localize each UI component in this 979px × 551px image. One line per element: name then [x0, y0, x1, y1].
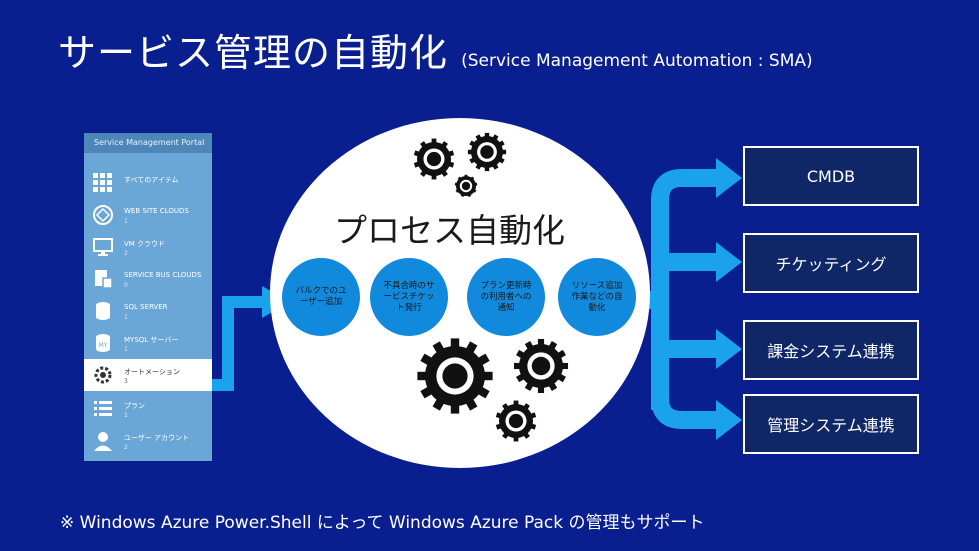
- portal-item-count: 0: [124, 282, 128, 289]
- portal-item-label: オートメーション: [124, 368, 180, 376]
- svg-text:MY: MY: [99, 342, 108, 349]
- servicebus-icon: [95, 270, 113, 289]
- gear-icon: [417, 338, 569, 442]
- portal-item-count: 1: [124, 346, 128, 353]
- process-title: プロセス自動化: [334, 211, 565, 250]
- portal-to-process-arrow: [212, 296, 268, 391]
- portal-item-website-clouds[interactable]: WEB SITE CLOUDS 1: [84, 199, 212, 231]
- bubble-bulk-user-add: バルクでのユーザー追加: [282, 258, 360, 336]
- portal-item-label: ユーザー アカウント: [124, 434, 190, 442]
- portal-item-plan[interactable]: プラン 1: [84, 393, 212, 425]
- title-sub: (Service Management Automation : SMA): [461, 51, 813, 71]
- grid-icon: [93, 173, 112, 192]
- monitor-icon: [93, 238, 113, 256]
- target-cmdb: CMDB: [743, 146, 919, 206]
- portal-item-label: SQL SERVER: [124, 303, 168, 311]
- arrow-head-cmdb: [716, 158, 742, 198]
- portal-item-label: すべてのアイテム: [124, 176, 179, 184]
- target-management: 管理システム連携: [743, 394, 919, 454]
- gear-icon: [495, 400, 537, 442]
- bubble-service-ticket: 不具合時のサービスチケット発行: [370, 258, 448, 336]
- title-main: サービス管理の自動化: [58, 31, 449, 75]
- service-management-portal: Service Management Portal すべてのアイテム WEB S…: [84, 133, 212, 461]
- gear-icon: [417, 338, 493, 414]
- bubble-plan-update-notice: プラン更新時の利用者への通知: [467, 258, 545, 336]
- portal-item-vm-cloud[interactable]: VM クラウド 2: [84, 231, 212, 263]
- portal-item-sql-server[interactable]: SQL SERVER 1: [84, 295, 212, 327]
- portal-item-count: 1: [124, 412, 128, 419]
- bubble-resource-automation: リソース追加作業などの自動化: [558, 258, 636, 336]
- website-icon: [93, 205, 113, 225]
- arrow-head-billing: [716, 329, 742, 369]
- portal-item-service-bus[interactable]: SERVICE BUS CLOUDS 0: [84, 263, 212, 295]
- mysql-icon: MY: [96, 334, 110, 352]
- database-icon: [96, 302, 110, 320]
- gear-icon: [413, 132, 507, 198]
- portal-item-count: 3: [124, 378, 128, 385]
- portal-item-automation[interactable]: オートメーション 3: [84, 359, 212, 391]
- slide-title: サービス管理の自動化 (Service Management Automatio…: [58, 22, 813, 77]
- target-billing: 課金システム連携: [743, 320, 919, 380]
- footer-note: ※ Windows Azure Power.Shell によって Windows…: [60, 513, 705, 533]
- portal-item-user-account[interactable]: ユーザー アカウント 2: [84, 425, 212, 457]
- portal-item-mysql[interactable]: MY MYSQL サーバー 1: [84, 327, 212, 359]
- portal-item-label: VM クラウド: [124, 240, 166, 248]
- automation-icon: [94, 366, 112, 384]
- target-ticketing: チケッティング: [743, 233, 919, 293]
- portal-item-count: 1: [124, 218, 128, 225]
- portal-item-all[interactable]: すべてのアイテム: [84, 167, 212, 199]
- gear-icon: [513, 338, 569, 394]
- arrow-head-ticketing: [716, 242, 742, 282]
- portal-item-count: 2: [124, 444, 128, 451]
- portal-item-label: SERVICE BUS CLOUDS: [124, 271, 202, 279]
- gear-icon: [413, 138, 455, 180]
- gear-icon: [467, 132, 507, 172]
- portal-item-count: 2: [124, 250, 128, 257]
- fanout-branch-1: [651, 169, 722, 410]
- portal-item-label: WEB SITE CLOUDS: [124, 207, 189, 215]
- portal-item-count: 1: [124, 314, 128, 321]
- fanout-branch-4: [651, 300, 722, 429]
- portal-item-label: プラン: [124, 402, 145, 410]
- user-icon: [94, 432, 112, 451]
- portal-item-label: MYSQL サーバー: [124, 336, 179, 344]
- arrow-head-management: [716, 400, 742, 440]
- portal-header: Service Management Portal: [84, 133, 212, 153]
- list-icon: [94, 401, 112, 416]
- gear-icon: [454, 174, 478, 198]
